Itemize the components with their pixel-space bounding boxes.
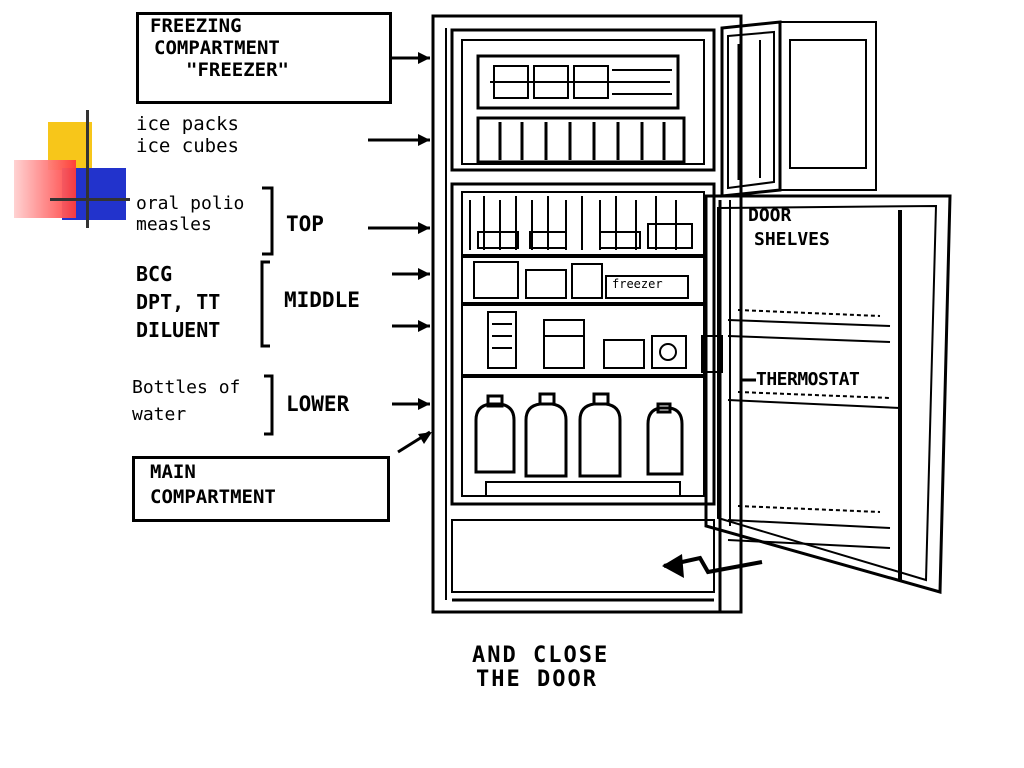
top-shelf-label: TOP	[286, 212, 324, 236]
lower-middle-boxes	[487, 311, 687, 369]
top-items-label: oral polio measles	[136, 193, 245, 235]
logo-horizontal-line	[50, 198, 130, 201]
middle-items-label: BCG DPT, TT DILUENT	[136, 260, 220, 344]
lower-items-line1: Bottles of	[132, 377, 241, 398]
lower-items-label: Bottles of water	[132, 374, 240, 428]
fridge-body	[431, 14, 743, 614]
main-label: MAIN COMPARTMENT	[150, 460, 276, 509]
crisper-drawer	[485, 481, 681, 497]
door-shelves-line2: SHELVES	[754, 229, 830, 251]
freezer-items-label: ice packs ice cubes	[136, 113, 239, 158]
freezer-inner	[461, 39, 705, 165]
door-shelves-line1: DOOR	[748, 205, 792, 226]
ice-tray	[476, 54, 680, 110]
main-label-line2: COMPARTMENT	[150, 485, 276, 508]
main-compartment	[450, 182, 716, 506]
freezer-label-box	[136, 12, 392, 104]
ice-packs-row	[476, 116, 686, 164]
main-door	[704, 194, 952, 594]
freezer-items-line1: ice packs	[136, 113, 239, 135]
door-shelves-label: DOOR SHELVES	[748, 204, 830, 253]
water-bottles	[474, 392, 684, 478]
freezer-label-line2: COMPARTMENT	[154, 36, 280, 59]
brackets	[260, 186, 274, 436]
caption-line1: AND CLOSE	[472, 643, 610, 668]
logo-red-square	[14, 160, 76, 218]
lower-shelf-label: LOWER	[286, 392, 350, 416]
freezer-label-line3: "FREEZER"	[186, 58, 289, 81]
middle-shelf-boxes	[473, 261, 689, 299]
freezer-compartment	[450, 28, 716, 172]
freezer-label: FREEZING COMPARTMENT "FREEZER"	[150, 15, 289, 82]
logo-vertical-line	[86, 110, 89, 228]
slide-logo	[14, 110, 130, 230]
thermostat-label: THERMOSTAT	[756, 369, 860, 390]
freezer-items-line2: ice cubes	[136, 134, 239, 157]
middle-items-line1: BCG	[136, 262, 173, 286]
lower-items-line2: water	[132, 404, 187, 425]
thermostat-knob	[701, 335, 723, 373]
base-panel	[451, 519, 715, 593]
top-items-line1: oral polio	[136, 193, 245, 214]
middle-items-line2: DPT, TT	[136, 290, 221, 314]
top-shelf-vials	[469, 196, 693, 250]
middle-items-line3: DILUENT	[136, 318, 221, 342]
main-label-line1: MAIN	[150, 461, 196, 483]
freezer-label-line1: FREEZING	[150, 15, 242, 37]
caption-line2: THE DOOR	[476, 667, 598, 693]
pointer-arrows	[368, 52, 756, 454]
freezer-door-panel	[779, 21, 877, 191]
middle-shelf-label: MIDDLE	[284, 288, 360, 312]
freezer-door	[720, 20, 782, 198]
top-items-line2: measles	[136, 213, 212, 235]
shelf-tag-label: freezer	[612, 277, 663, 291]
main-label-box	[132, 456, 390, 522]
caption: AND CLOSE THE DOOR	[472, 643, 610, 693]
door-shelf-racks	[727, 309, 901, 549]
